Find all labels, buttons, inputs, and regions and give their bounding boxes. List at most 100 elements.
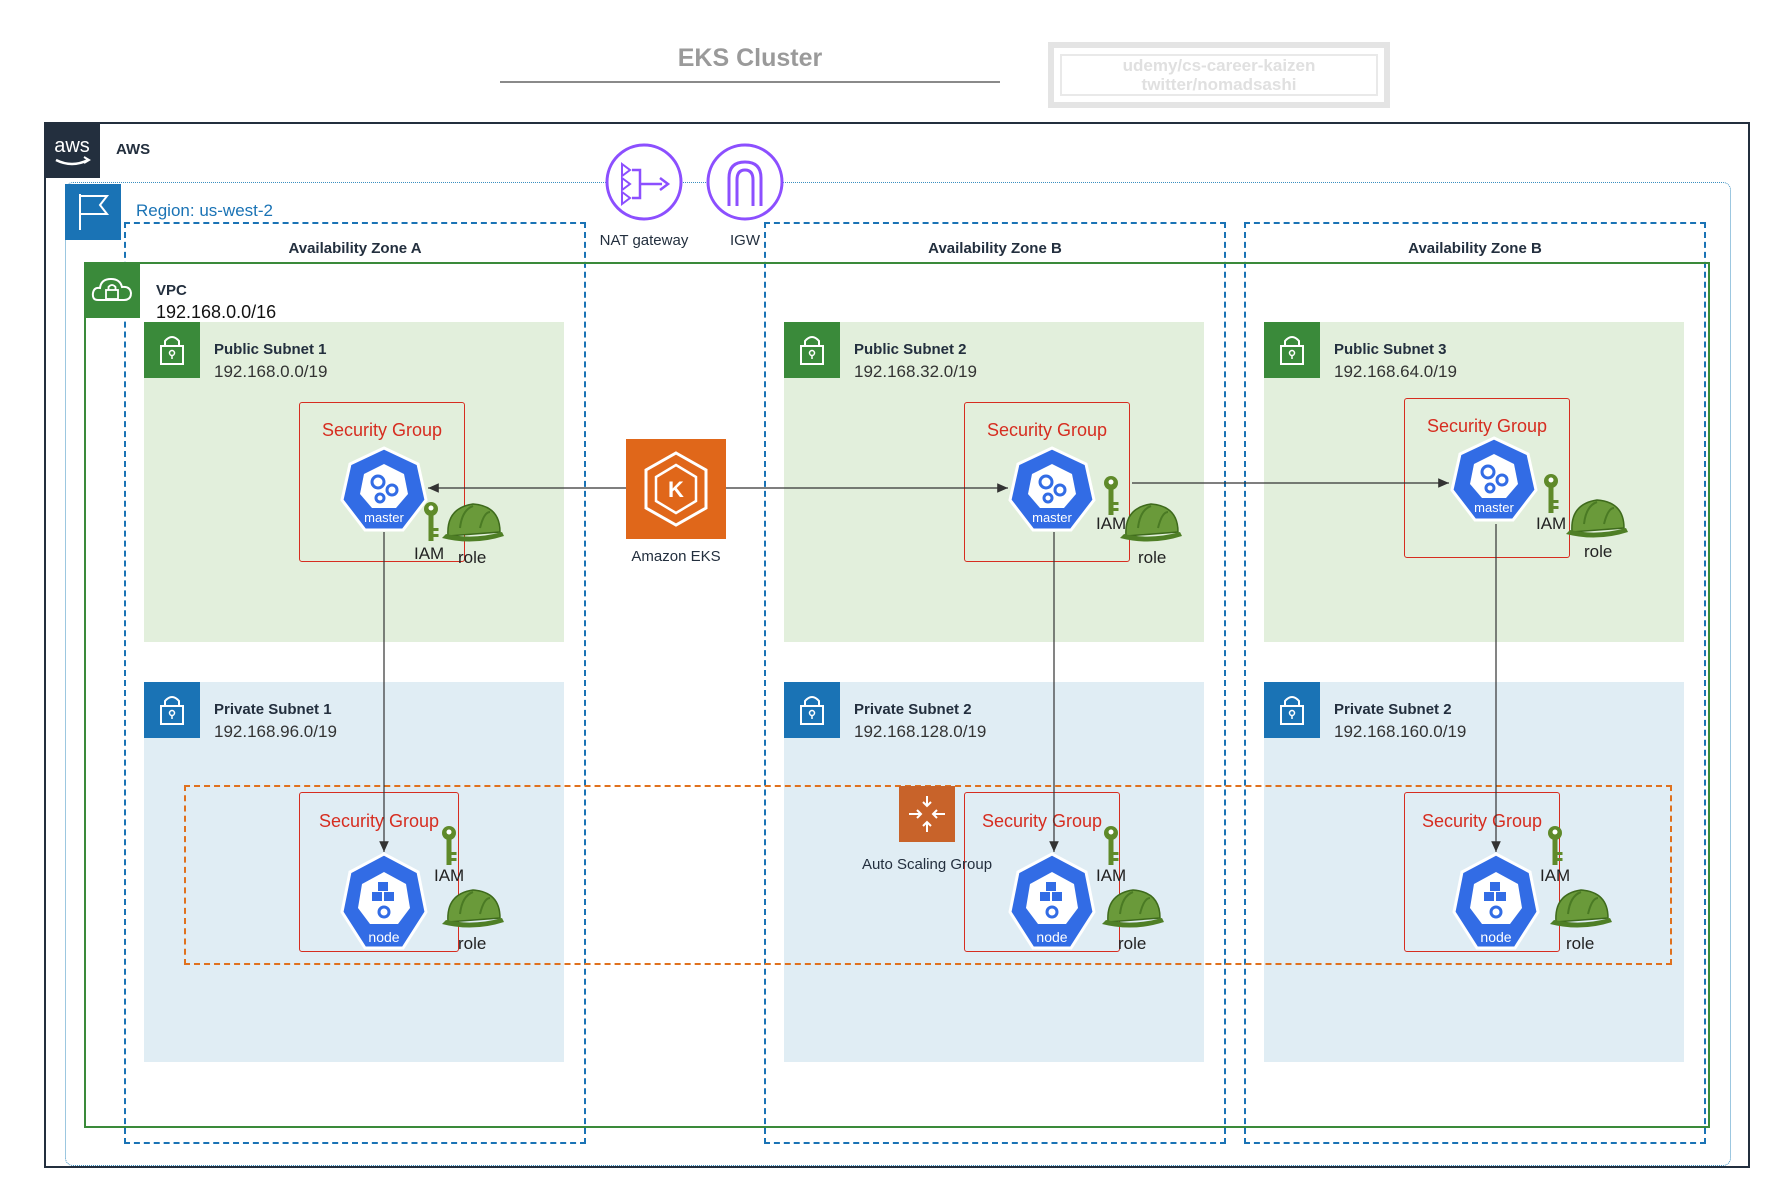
security-group-node-1	[299, 792, 459, 952]
security-group-node-2	[964, 792, 1120, 952]
public-subnet-3-name: Public Subnet 3	[1334, 341, 1447, 358]
az-label-b2: Availability Zone B	[1408, 240, 1542, 257]
role-helmet-icon	[440, 884, 506, 932]
igw-icon	[705, 142, 785, 222]
diagram-title: EKS Cluster	[677, 44, 823, 72]
cloud-lock-icon	[84, 262, 140, 318]
lock-icon	[784, 322, 840, 378]
iam-label: IAM	[1096, 514, 1127, 533]
role-label: role	[458, 548, 487, 567]
region-label: Region: us-west-2	[136, 201, 274, 220]
k8s-master-icon: master	[1450, 436, 1538, 524]
private-subnet-2	[784, 682, 1204, 1062]
vpc-cidr: 192.168.0.0/16	[156, 302, 277, 322]
k8s-node-icon: node	[340, 852, 428, 952]
nat-gateway-icon	[604, 142, 684, 222]
nat-gateway-label: NAT gateway	[599, 232, 689, 249]
public-subnet-1-cidr: 192.168.0.0/19	[214, 362, 328, 381]
iam-label: IAM	[434, 866, 465, 885]
aws-label: AWS	[116, 141, 151, 158]
public-subnet-1-name: Public Subnet 1	[214, 341, 327, 358]
role-helmet-icon	[440, 498, 506, 546]
flag-icon	[65, 184, 121, 240]
k8s-node-icon: node	[1008, 852, 1096, 952]
az-label-b1: Availability Zone B	[928, 240, 1062, 257]
security-group-label: Security Group	[981, 811, 1103, 831]
role-helmet-icon	[1548, 884, 1614, 932]
security-group-master-1	[299, 402, 465, 562]
svg-text:node: node	[368, 929, 399, 945]
private-subnet-2-cidr: 192.168.128.0/19	[854, 722, 987, 741]
aws-cloud-frame	[44, 122, 1750, 1168]
security-group-node-3	[1404, 792, 1560, 952]
svg-text:node: node	[1480, 929, 1511, 945]
k8s-master-icon: master	[340, 446, 428, 534]
role-label: role	[458, 934, 487, 953]
credit-box: udemy/cs-career-kaizen twitter/nomadsash…	[1048, 42, 1390, 108]
role-helmet-icon	[1118, 498, 1184, 546]
role-label: role	[1138, 548, 1167, 567]
svg-text:aws: aws	[54, 135, 90, 157]
role-label: role	[1566, 934, 1595, 953]
iam-key-icon	[420, 500, 442, 544]
iam-key-icon	[438, 824, 460, 868]
svg-text:master: master	[1474, 500, 1514, 515]
iam-label: IAM	[1096, 866, 1127, 885]
role-label: role	[1584, 542, 1613, 561]
k8s-node-icon: node	[1452, 852, 1540, 952]
iam-key-icon	[1544, 824, 1566, 868]
security-group-master-3	[1404, 398, 1570, 558]
private-subnet-2-name: Private Subnet 2	[854, 701, 972, 718]
public-subnet-2-cidr: 192.168.32.0/19	[854, 362, 977, 381]
lock-icon	[144, 322, 200, 378]
security-group-label: Security Group	[318, 811, 440, 831]
role-helmet-icon	[1564, 494, 1630, 542]
security-group-label: Security Group	[986, 420, 1108, 440]
availability-zone-b2	[1244, 222, 1706, 1144]
security-group-label: Security Group	[1426, 416, 1548, 436]
role-helmet-icon	[1100, 884, 1166, 932]
private-subnet-1-cidr: 192.168.96.0/19	[214, 722, 337, 741]
region-frame	[65, 182, 1731, 1166]
iam-key-icon	[1100, 474, 1122, 518]
iam-label: IAM	[1540, 866, 1571, 885]
security-group-label: Security Group	[1421, 811, 1543, 831]
lock-icon	[1264, 322, 1320, 378]
public-subnet-3-cidr: 192.168.64.0/19	[1334, 362, 1457, 381]
iam-label: IAM	[1536, 514, 1567, 533]
private-subnet-3-name: Private Subnet 2	[1334, 701, 1452, 718]
lock-icon	[784, 682, 840, 738]
public-subnet-2	[784, 322, 1204, 642]
private-subnet-1-name: Private Subnet 1	[214, 701, 332, 718]
k8s-master-icon: master	[1008, 446, 1096, 534]
security-group-label: Security Group	[321, 420, 443, 440]
private-subnet-3-cidr: 192.168.160.0/19	[1334, 722, 1467, 741]
svg-text:K: K	[668, 477, 684, 502]
az-label-a: Availability Zone A	[288, 240, 422, 257]
security-group-master-2	[964, 402, 1130, 562]
iam-label: IAM	[414, 544, 445, 563]
title-underline	[500, 81, 1000, 83]
auto-scaling-icon	[899, 786, 955, 842]
svg-text:node: node	[1036, 929, 1067, 945]
availability-zone-b1	[764, 222, 1226, 1144]
vpc-label: VPC	[156, 282, 187, 299]
credit-twitter: twitter/nomadsashi	[1141, 75, 1297, 94]
lock-icon	[1264, 682, 1320, 738]
availability-zone-a	[124, 222, 586, 1144]
igw-label: IGW	[730, 232, 760, 249]
credit-udemy: udemy/cs-career-kaizen	[1122, 56, 1316, 75]
iam-key-icon	[1100, 824, 1122, 868]
public-subnet-2-name: Public Subnet 2	[854, 341, 967, 358]
svg-text:master: master	[1032, 510, 1072, 525]
lock-icon	[144, 682, 200, 738]
auto-scaling-group-label: Auto Scaling Group	[861, 856, 993, 873]
aws-logo-icon: aws	[44, 122, 100, 178]
vpc-frame	[84, 262, 1710, 1128]
eks-icon: K	[626, 439, 726, 539]
role-label: role	[1118, 934, 1147, 953]
amazon-eks-label: Amazon EKS	[631, 548, 721, 565]
iam-key-icon	[1540, 472, 1562, 516]
svg-text:master: master	[364, 510, 404, 525]
